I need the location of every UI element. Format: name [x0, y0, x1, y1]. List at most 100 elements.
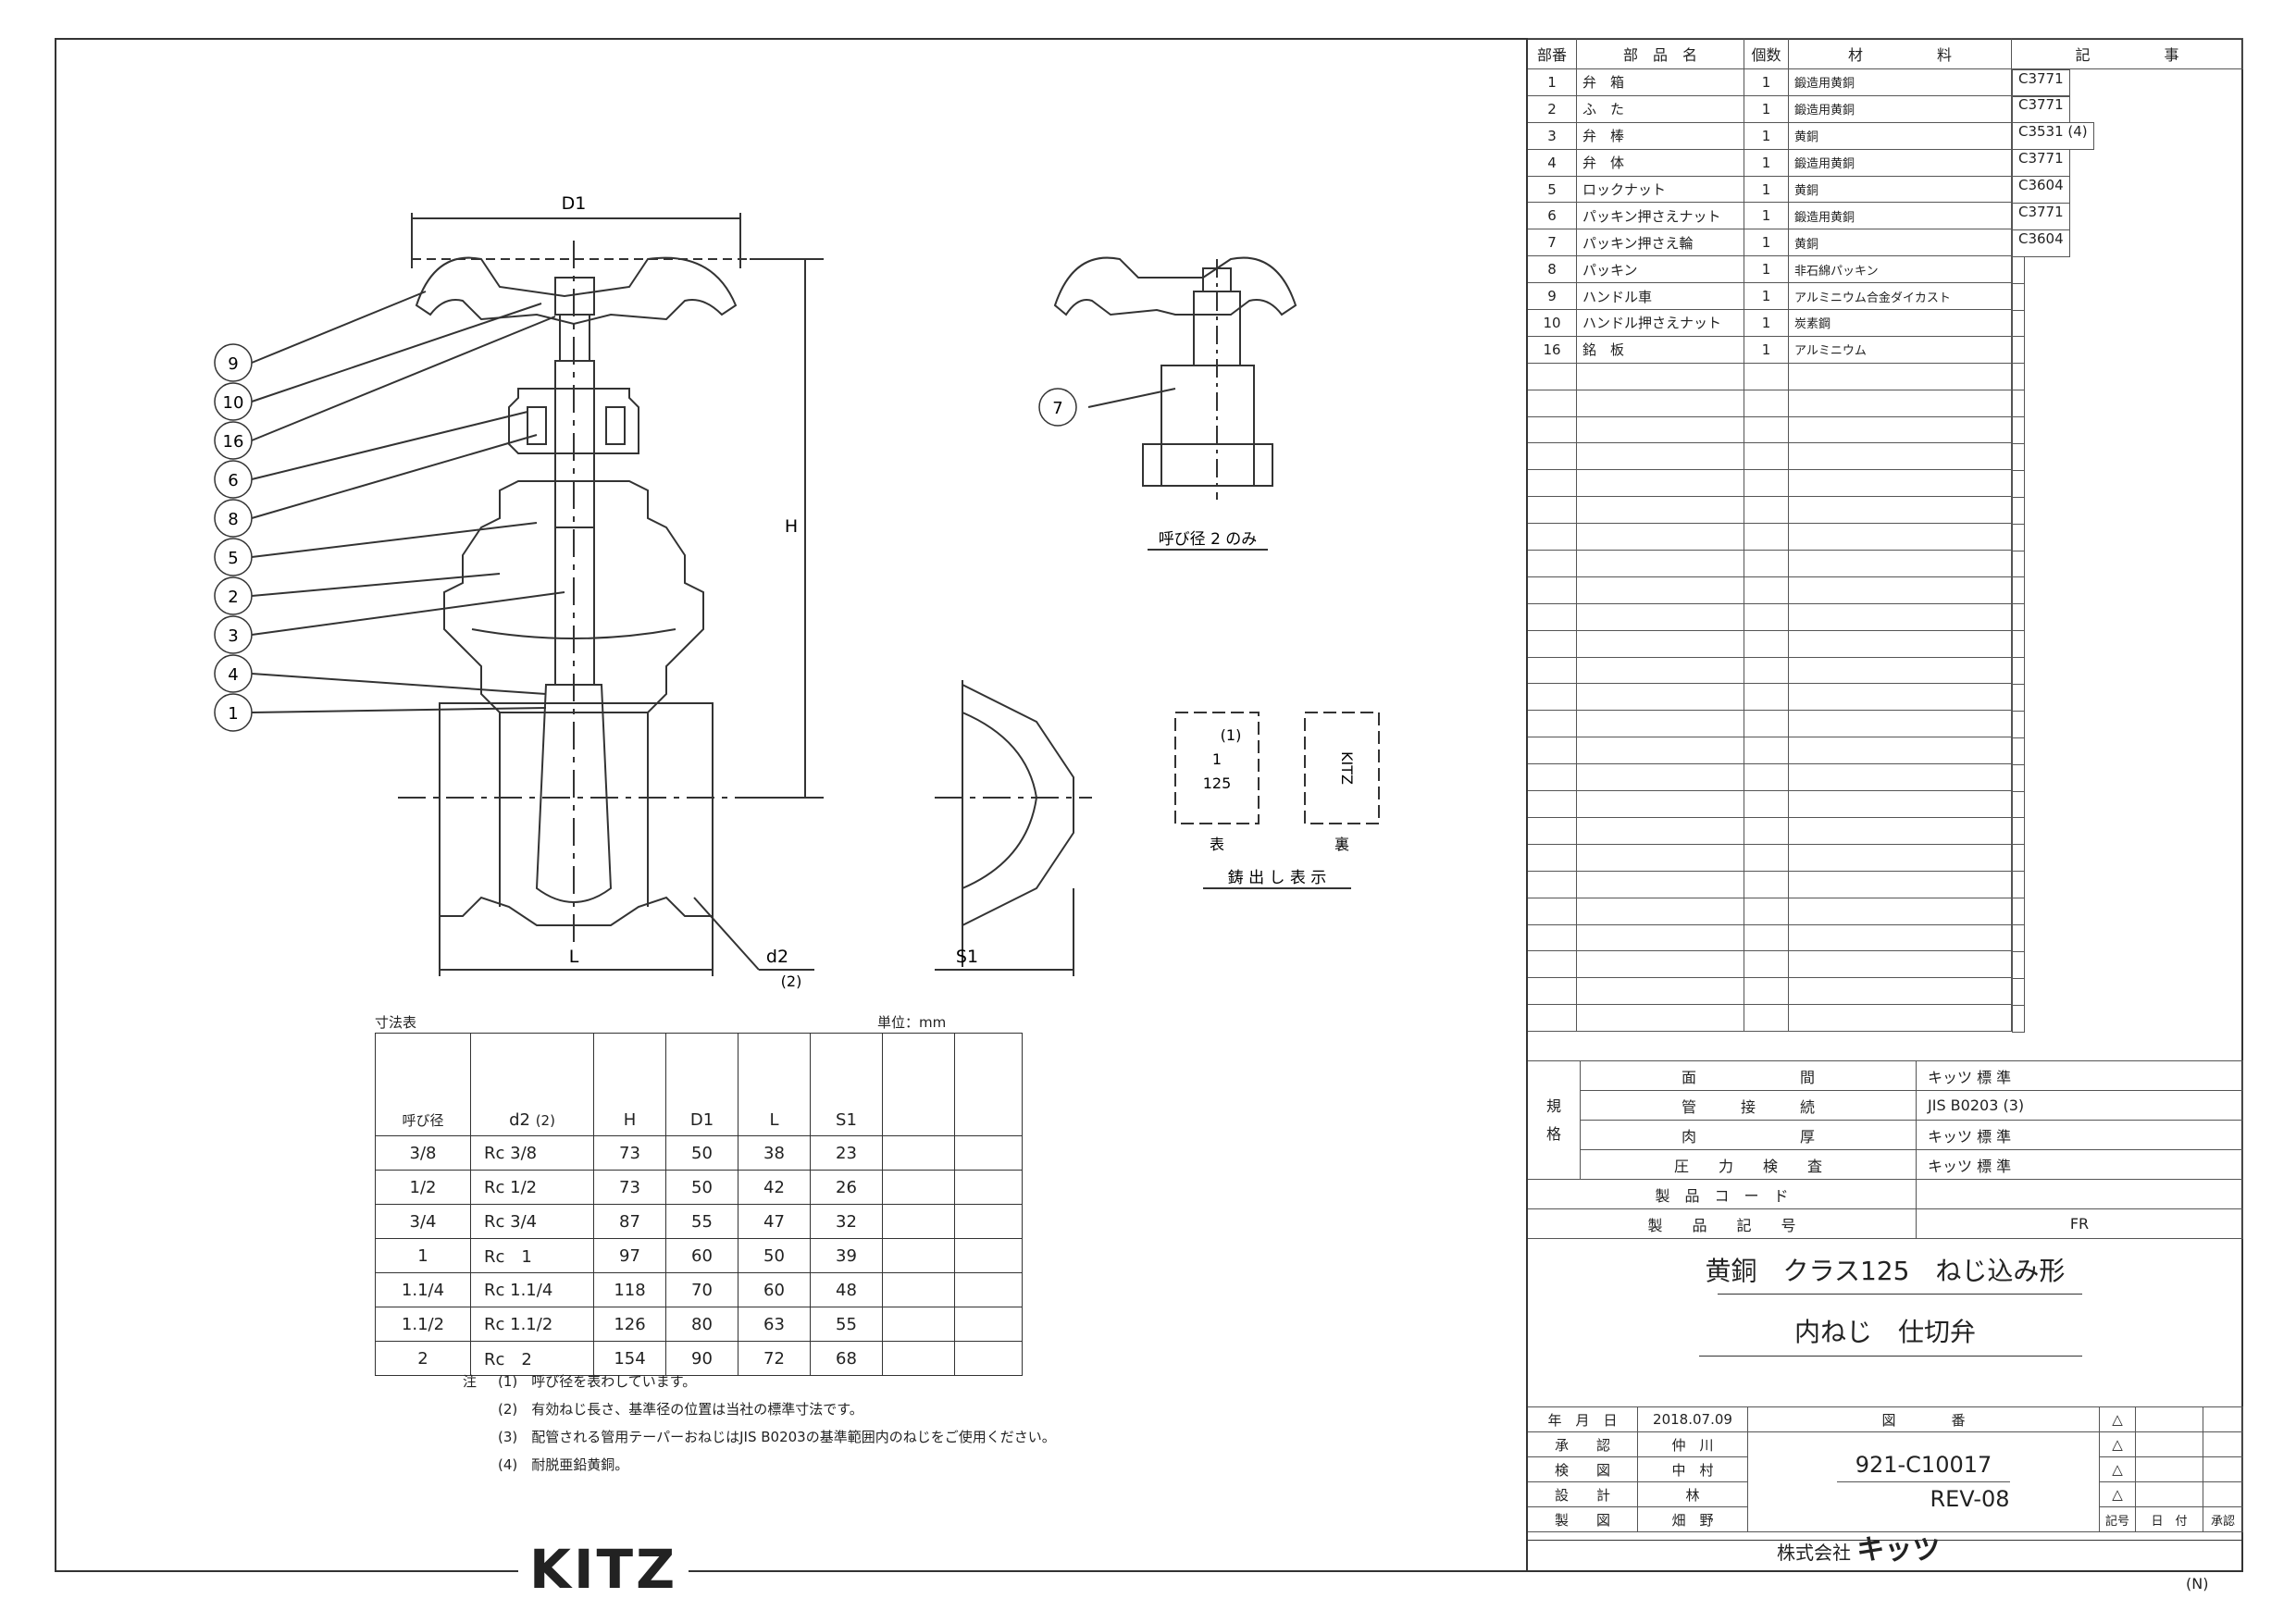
parts-cell-material: 黄銅 [1788, 121, 2012, 150]
parts-cell-qty [1744, 389, 1789, 417]
parts-cell-no [1527, 1004, 1577, 1033]
dims-cell: 97 [593, 1238, 666, 1273]
parts-cell-note [2012, 496, 2025, 525]
parts-cell-material: 鍛造用黄銅 [1788, 202, 2012, 230]
parts-cell-qty: 1 [1744, 335, 1789, 364]
parts-cell-name [1576, 870, 1744, 898]
parts-cell-material: 炭素鋼 [1788, 309, 2012, 337]
rev-triangle-4: △ [2099, 1481, 2136, 1507]
parts-cell-material [1788, 629, 2012, 658]
company-name: 株式会社 キッツ [1777, 1527, 1940, 1567]
parts-cell-material [1788, 362, 2012, 390]
tb-date: 2018.07.09 [1637, 1406, 1748, 1432]
dim-h-label: H [785, 516, 798, 537]
parts-cell-qty: 1 [1744, 68, 1789, 96]
parts-cell-name [1576, 415, 1744, 444]
parts-cell-material [1788, 442, 2012, 471]
parts-cell-material [1788, 656, 2012, 685]
parts-row [1527, 362, 2243, 391]
tb-drawing-no-label: 図 番 [1747, 1406, 2100, 1432]
parts-cell-name: パッキン [1576, 255, 1744, 284]
parts-row [1527, 977, 2243, 1006]
drawing-frame [55, 38, 2243, 1572]
balloon-circle [214, 693, 253, 732]
parts-cell-no [1527, 710, 1577, 738]
parts-cell-note [2012, 603, 2025, 632]
tb-rev: REV-08 [1930, 1486, 2010, 1512]
parts-cell-material: 鍛造用黄銅 [1788, 148, 2012, 177]
parts-cell-no [1527, 737, 1577, 765]
dims-cell: 2 [375, 1341, 471, 1376]
dims-cell [954, 1272, 1023, 1307]
spec-item-4: 圧 力 検 査 [1580, 1149, 1917, 1180]
rev-triangle-3: △ [2099, 1456, 2136, 1482]
parts-cell-qty [1744, 550, 1789, 577]
parts-cell-name [1576, 389, 1744, 417]
cast-front-line1: (1) [1221, 726, 1242, 744]
balloon-circle [214, 654, 253, 693]
parts-cell-note [2012, 1004, 2025, 1033]
parts-cell-name [1576, 1004, 1744, 1033]
parts-row [1527, 523, 2243, 551]
cast-front-line3: 125 [1203, 774, 1232, 792]
parts-cell-note [2012, 390, 2025, 418]
parts-cell-no: 8 [1527, 255, 1577, 284]
parts-cell-name [1576, 790, 1744, 818]
company-brand: キッツ [1856, 1534, 1941, 1567]
parts-cell-material [1788, 683, 2012, 712]
parts-cell-qty [1744, 629, 1789, 658]
parts-cell-name [1576, 576, 1744, 604]
kitz-logo: KITZ [518, 1538, 689, 1601]
dims-cell: 60 [665, 1238, 738, 1273]
dims-cell: 1.1/2 [375, 1307, 471, 1342]
parts-cell-name [1576, 897, 1744, 925]
parts-cell-qty [1744, 977, 1789, 1006]
parts-cell-material: 非石綿パッキン [1788, 255, 2012, 284]
parts-cell-qty [1744, 602, 1789, 631]
dims-cell: Rc 1 [470, 1238, 594, 1273]
parts-cell-material [1788, 763, 2012, 792]
balloon-circle [214, 343, 253, 382]
balloon-4: 4 [228, 665, 238, 685]
parts-cell-material: アルミニウム [1788, 335, 2012, 364]
balloon-10: 10 [223, 393, 244, 413]
parts-cell-material: 黄銅 [1788, 175, 2012, 204]
dims-cell: 55 [810, 1307, 883, 1342]
balloon-5: 5 [228, 549, 238, 568]
spec-label: 規 格 [1527, 1060, 1581, 1180]
dims-cell: 90 [665, 1341, 738, 1376]
dims-cell [882, 1307, 955, 1342]
parts-row [1527, 790, 2243, 819]
parts-cell-note: C3604 [2012, 229, 2070, 257]
spec-item-2: 管 接 続 [1580, 1090, 1917, 1121]
corner-mark: (N) [2186, 1575, 2209, 1592]
parts-cell-note [2012, 576, 2025, 605]
parts-row [1527, 710, 2243, 738]
parts-cell-qty [1744, 1004, 1789, 1033]
parts-cell-note: C3771 [2012, 149, 2070, 178]
parts-header-no: 部番 [1527, 38, 1577, 69]
parts-cell-no: 7 [1527, 229, 1577, 257]
parts-cell-qty [1744, 790, 1789, 818]
dims-cell [882, 1170, 955, 1205]
parts-cell-material [1788, 977, 2012, 1006]
dims-cell [882, 1204, 955, 1239]
dims-cell: Rc 2 [470, 1341, 594, 1376]
parts-cell-qty: 1 [1744, 255, 1789, 284]
spec-table: 規 格 面 間 キッツ 標 準 管 接 続 JIS B0203 (3) 肉 厚 … [1527, 1060, 2243, 1239]
parts-cell-name [1576, 816, 1744, 845]
parts-cell-name [1576, 843, 1744, 872]
parts-cell-no [1527, 550, 1577, 577]
parts-cell-no: 1 [1527, 68, 1577, 96]
tb-rev-col-mark: 記号 [2099, 1506, 2136, 1532]
dims-cell [882, 1341, 955, 1376]
parts-cell-qty [1744, 415, 1789, 444]
parts-cell-no [1527, 977, 1577, 1006]
parts-cell-no [1527, 897, 1577, 925]
parts-cell-note [2012, 416, 2025, 444]
parts-cell-material [1788, 870, 2012, 898]
balloon-2: 2 [228, 588, 238, 607]
